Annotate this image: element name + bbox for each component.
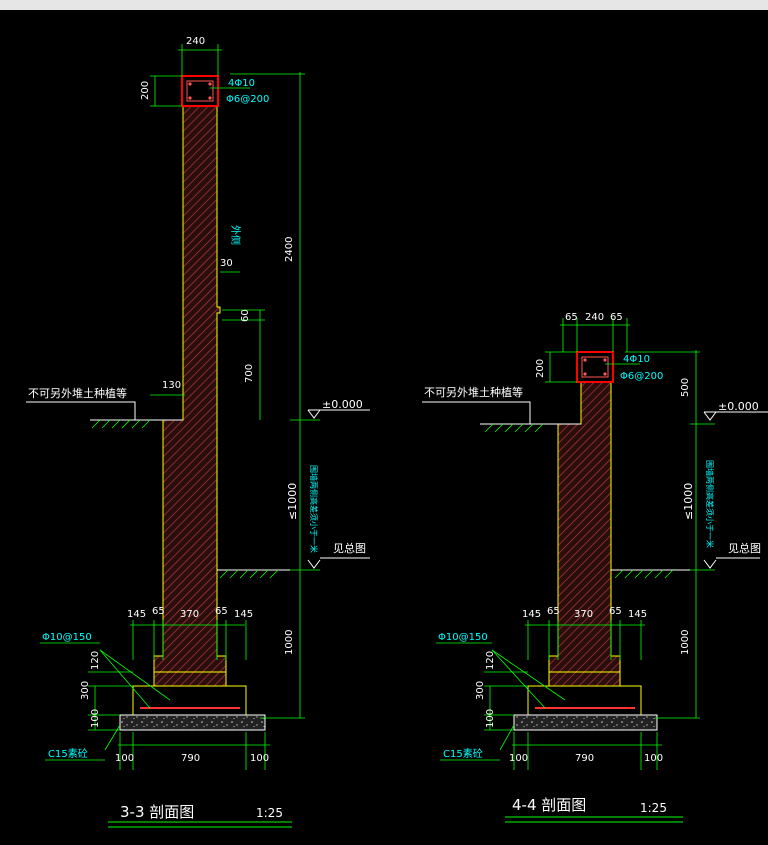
dim-b790-44: 790 — [575, 753, 594, 764]
section-title-33: 3-3 剖面图 — [120, 803, 194, 821]
rebar-main-33: 4Φ10 — [228, 78, 255, 89]
dim-beam-height-44: 200 — [535, 359, 546, 378]
dim-65a-33: 65 — [152, 606, 165, 617]
dim-b100a-33: 100 — [115, 753, 134, 764]
dim-120-33: 120 — [90, 651, 101, 670]
top-beam-44 — [576, 351, 614, 383]
rebar-main-44: 4Φ10 — [623, 354, 650, 365]
dim-65b-33: 65 — [215, 606, 228, 617]
fill-note-44: 围墙两侧高差须小于一米 — [705, 460, 715, 548]
dim-300-33: 300 — [80, 681, 91, 700]
rebar-bottom-44: Φ10@150 — [438, 632, 488, 643]
dim-30-33: 30 — [220, 258, 233, 269]
wall-body-33 — [119, 105, 266, 731]
dim-b100b-44: 100 — [644, 753, 663, 764]
dim-1000-33: 1000 — [284, 630, 295, 655]
outer-side-label-33: 外侧 — [229, 225, 242, 245]
concrete-label-44: C15素砼 — [443, 747, 483, 760]
cad-drawing-canvas[interactable]: 240 200 4Φ10 Φ6@200 外侧 2400 30 60 700 13… — [0, 10, 768, 841]
dim-top-width-33: 240 — [186, 36, 205, 47]
ground-44 — [422, 401, 690, 571]
rebar-stirrup-33: Φ6@200 — [226, 94, 269, 105]
dim-700-33: 700 — [244, 364, 255, 383]
dim-500-44: 500 — [680, 378, 691, 397]
ground-hatch-33 — [91, 419, 279, 579]
dim-top-65b-44: 65 — [610, 312, 623, 323]
no-soil-note-44: 不可另外堆土种植等 — [424, 385, 523, 399]
dim-100-33: 100 — [90, 709, 101, 728]
dim-2400-33: 2400 — [284, 237, 295, 262]
drawing-svg: 240 200 4Φ10 Φ6@200 外侧 2400 30 60 700 13… — [26, 36, 768, 828]
dim-145b-33: 145 — [234, 609, 253, 620]
elevation-label-33: ±0.000 — [322, 398, 363, 411]
dim-300-44: 300 — [475, 681, 486, 700]
dim-120-44: 120 — [485, 651, 496, 670]
concrete-label-33: C15素砼 — [48, 747, 88, 760]
dim-65a-44: 65 — [547, 606, 560, 617]
wall-body-44 — [513, 380, 658, 731]
dim-b790-33: 790 — [181, 753, 200, 764]
see-general-44: 见总图 — [728, 541, 761, 555]
ground-33 — [26, 401, 290, 571]
rebar-stirrup-44: Φ6@200 — [620, 371, 663, 382]
rebar-bottom-33: Φ10@150 — [42, 632, 92, 643]
section-scale-44: 1:25 — [640, 801, 667, 815]
dim-beam-height-33: 200 — [140, 81, 151, 100]
dim-145b-44: 145 — [628, 609, 647, 620]
dim-1000-44: 1000 — [680, 630, 691, 655]
dim-130-33: 130 — [162, 380, 181, 391]
dim-145a-33: 145 — [127, 609, 146, 620]
top-beam-33 — [181, 75, 219, 107]
elevation-marker-44 — [703, 411, 768, 569]
elevation-label-44: ±0.000 — [718, 400, 759, 413]
no-soil-note-33: 不可另外堆土种植等 — [28, 386, 127, 400]
dim-370-33: 370 — [180, 609, 199, 620]
ground-hatch-44 — [484, 423, 674, 579]
dim-le1000-44: ≤1000 — [682, 483, 695, 520]
section-4-4: 65 240 65 200 4Φ10 Φ6@200 500 不可另外堆土种植等 … — [422, 312, 768, 823]
dim-145a-44: 145 — [522, 609, 541, 620]
dim-top-65a-44: 65 — [565, 312, 578, 323]
elevation-marker-33 — [307, 409, 370, 569]
section-3-3: 240 200 4Φ10 Φ6@200 外侧 2400 30 60 700 13… — [26, 36, 370, 828]
dim-b100b-33: 100 — [250, 753, 269, 764]
window-top-bar — [0, 0, 768, 10]
dim-le1000-33: ≤1000 — [286, 483, 299, 520]
dimensions-33 — [40, 44, 320, 770]
dim-100-44: 100 — [485, 709, 496, 728]
dim-65b-44: 65 — [609, 606, 622, 617]
section-scale-33: 1:25 — [256, 806, 283, 820]
dim-370-44: 370 — [574, 609, 593, 620]
see-general-33: 见总图 — [333, 541, 366, 555]
fill-note-33: 围墙两侧高差须小于一米 — [309, 465, 319, 553]
dim-60-33: 60 — [240, 309, 251, 322]
dimensions-44 — [436, 318, 715, 770]
section-title-44: 4-4 剖面图 — [512, 796, 586, 814]
dim-top-240-44: 240 — [585, 312, 604, 323]
dim-b100a-44: 100 — [509, 753, 528, 764]
